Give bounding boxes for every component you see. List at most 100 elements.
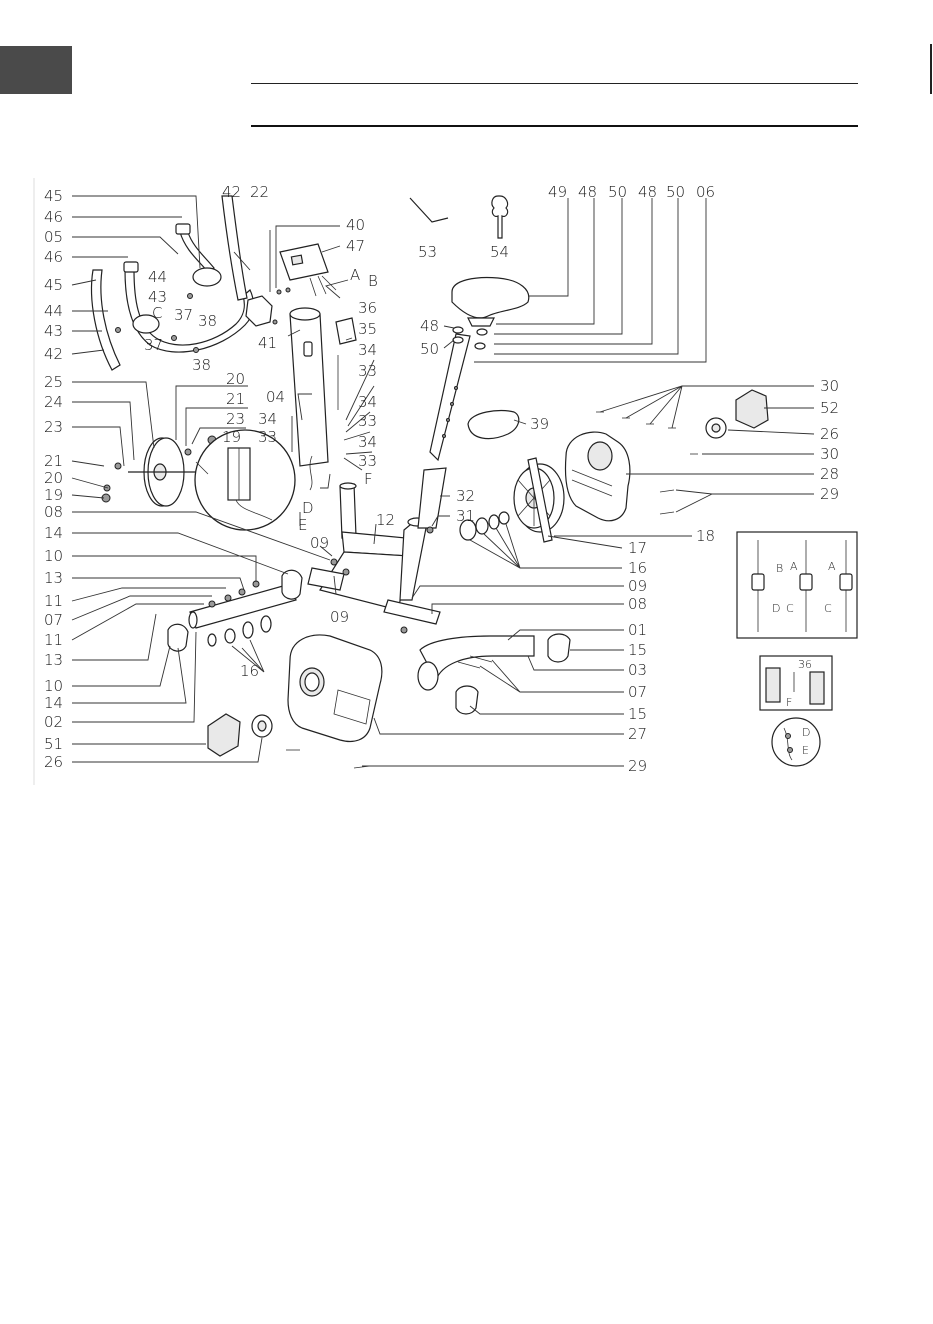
upright-tube-group xyxy=(290,308,356,490)
upright-stub xyxy=(340,484,356,538)
label: 31 xyxy=(456,507,475,525)
label: 07 xyxy=(44,611,63,629)
label: 14 xyxy=(44,524,63,542)
saddle-49 xyxy=(452,278,529,318)
label: 48 xyxy=(638,183,657,201)
label: 23 xyxy=(226,410,245,428)
label: 20 xyxy=(226,370,245,388)
label: 40 xyxy=(346,216,365,234)
rear-stabilizer-group xyxy=(418,634,570,714)
sensor-36 xyxy=(336,318,356,344)
seat-post-sleeve xyxy=(400,520,426,600)
label: 52 xyxy=(820,399,839,417)
label: 37 xyxy=(144,336,163,354)
label: 48 xyxy=(578,183,597,201)
label: C xyxy=(786,602,794,615)
label: 13 xyxy=(44,651,63,669)
label: 13 xyxy=(44,569,63,587)
label: 18 xyxy=(696,527,715,545)
label: 34 xyxy=(358,433,377,451)
plug-inset: D E xyxy=(772,718,820,766)
end-cover-51 xyxy=(208,714,240,756)
label: 01 xyxy=(628,621,647,639)
label: 42 xyxy=(222,183,241,201)
label: 16 xyxy=(628,559,647,577)
label: F xyxy=(786,696,792,709)
label: 35 xyxy=(358,320,377,338)
label: 07 xyxy=(628,683,647,701)
label: 34 xyxy=(358,341,377,359)
label: 50 xyxy=(420,340,439,358)
label: 24 xyxy=(44,393,63,411)
end-cap-15a xyxy=(548,634,570,662)
label: 26 xyxy=(44,753,63,771)
right-cover-group xyxy=(565,432,629,521)
label: 29 xyxy=(628,757,647,775)
belt-39 xyxy=(468,411,519,439)
pulse-sensor-45a xyxy=(193,268,221,286)
label: 37 xyxy=(174,306,193,324)
label: 29 xyxy=(820,485,839,503)
label: 27 xyxy=(628,725,647,743)
label: 44 xyxy=(148,268,167,286)
label: 17 xyxy=(628,539,647,557)
label: 25 xyxy=(44,373,63,391)
label: 32 xyxy=(456,487,475,505)
label: 45 xyxy=(44,187,63,205)
allen-key-53 xyxy=(410,198,448,222)
label: 22 xyxy=(250,183,269,201)
console-47 xyxy=(280,244,328,280)
small-parts-left xyxy=(208,714,272,756)
label: 46 xyxy=(44,248,63,266)
end-cap-14a xyxy=(282,570,302,599)
label: 02 xyxy=(44,713,63,731)
label: 09 xyxy=(628,577,647,595)
detail-magnifier xyxy=(195,430,295,530)
label: 15 xyxy=(628,641,647,659)
label: C xyxy=(152,304,162,322)
connector-inset: B A A D C C xyxy=(737,532,857,638)
label: 33 xyxy=(258,428,277,446)
label: 51 xyxy=(44,735,63,753)
label: F xyxy=(364,470,373,488)
label: 44 xyxy=(44,302,63,320)
label: A xyxy=(790,560,798,573)
label: 39 xyxy=(530,415,549,433)
label: 10 xyxy=(44,547,63,565)
label: E xyxy=(802,744,809,757)
label: B xyxy=(368,272,378,290)
label: 30 xyxy=(820,445,839,463)
upright-tube-04 xyxy=(290,314,328,466)
label: 38 xyxy=(192,356,211,374)
label: 05 xyxy=(44,228,63,246)
label: 38 xyxy=(198,312,217,330)
label: 08 xyxy=(44,503,63,521)
label: 20 xyxy=(44,469,63,487)
label: D xyxy=(302,499,314,517)
end-cap-46b xyxy=(124,262,138,272)
label: 48 xyxy=(420,317,439,335)
label: 43 xyxy=(44,322,63,340)
wrench-54 xyxy=(492,196,508,238)
label: D xyxy=(802,726,810,739)
left-column-labels: 45 46 05 46 45 44 43 42 25 24 23 21 20 1… xyxy=(44,187,63,771)
sensor-inset: 36 F xyxy=(760,656,832,710)
label: 15 xyxy=(628,705,647,723)
label: 28 xyxy=(820,465,839,483)
label: 06 xyxy=(696,183,715,201)
pulley-group xyxy=(514,458,564,542)
label: 04 xyxy=(266,388,285,406)
foam-grip-42 xyxy=(222,196,247,300)
label: 34 xyxy=(258,410,277,428)
label: D xyxy=(772,602,780,615)
label: 36 xyxy=(798,658,812,671)
label: 14 xyxy=(44,694,63,712)
front-stabilizer-group xyxy=(168,570,302,651)
label: 08 xyxy=(628,595,647,613)
sleeve-32 xyxy=(418,468,446,528)
label: 11 xyxy=(44,592,63,610)
label: 21 xyxy=(226,390,245,408)
label: 33 xyxy=(358,412,377,430)
